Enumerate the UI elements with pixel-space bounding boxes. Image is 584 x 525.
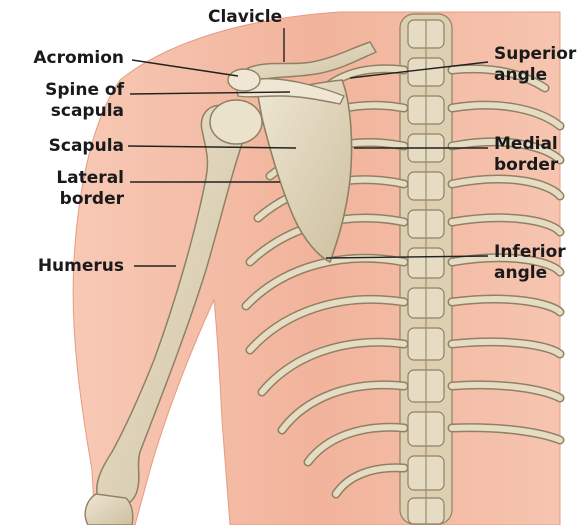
label-inferior-angle: Inferior angle — [494, 242, 566, 284]
label-medial-border: Medial border — [494, 134, 558, 176]
vertebral-column — [400, 14, 452, 524]
label-scapula: Scapula — [12, 136, 124, 157]
label-lateral-border: Lateral border — [12, 168, 124, 210]
humeral-head — [210, 100, 262, 144]
label-spine-of-scapula: Spine of scapula — [12, 80, 124, 122]
forearm-bones — [85, 494, 133, 525]
acromion-process — [228, 69, 260, 91]
label-acromion: Acromion — [12, 48, 124, 69]
label-superior-angle: Superior angle — [494, 44, 576, 86]
label-clavicle: Clavicle — [208, 7, 282, 28]
label-humerus: Humerus — [12, 256, 124, 277]
